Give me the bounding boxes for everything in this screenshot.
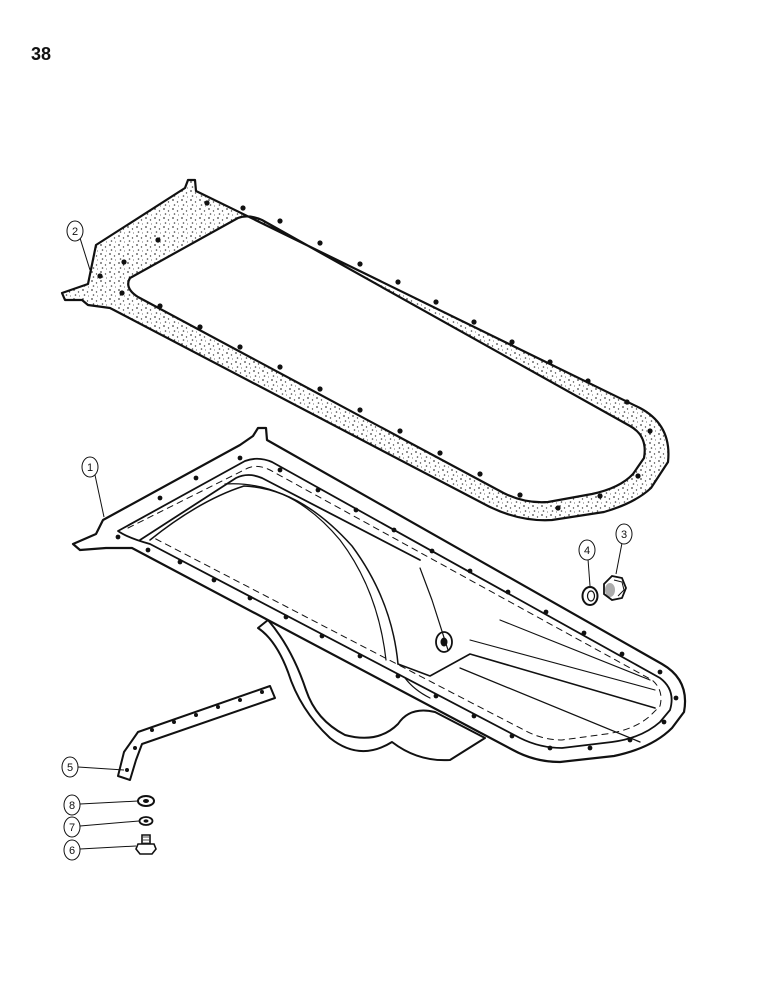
callout-label-1: 1 (87, 462, 93, 474)
page-number: 38 (31, 44, 52, 64)
gasket-bolt-holes (97, 200, 653, 511)
drain-plug (603, 575, 627, 601)
lockwasher (137, 795, 155, 807)
callout-label-2: 2 (72, 226, 78, 238)
callout-1: 1 (81, 456, 105, 518)
drain-boss (435, 631, 453, 653)
oil-pan (71, 426, 687, 764)
drain-plug-gasket (581, 586, 599, 606)
callout-7: 7 (63, 816, 140, 838)
callout-label-5: 5 (67, 762, 73, 774)
callout-2: 2 (66, 220, 91, 271)
callout-label-8: 8 (69, 800, 75, 812)
pan-bolt-holes (115, 455, 679, 751)
callout-label-7: 7 (69, 822, 75, 834)
callout-label-3: 3 (621, 529, 627, 541)
oil-pan-gasket (60, 178, 670, 522)
flat-washer (138, 816, 154, 826)
reinforcing-strip (117, 685, 276, 781)
callout-3: 3 (615, 523, 633, 575)
callout-6: 6 (63, 839, 137, 861)
oil-pan-sump (257, 619, 486, 762)
cap-screw (135, 834, 157, 855)
callout-4: 4 (578, 539, 596, 587)
callout-8: 8 (63, 794, 139, 816)
callout-5: 5 (61, 756, 125, 778)
callout-label-4: 4 (584, 545, 590, 557)
callout-label-6: 6 (69, 845, 75, 857)
